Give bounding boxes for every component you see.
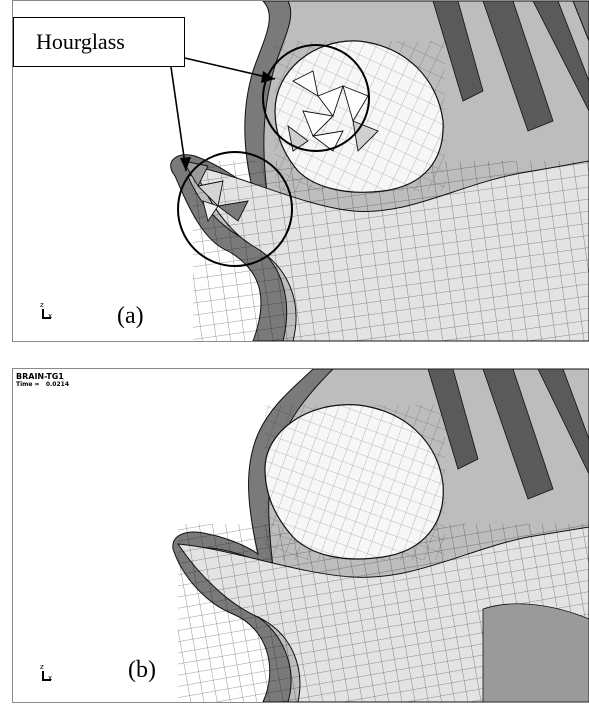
arrow-lower	[170, 66, 187, 172]
hourglass-circle-lower	[177, 151, 293, 267]
panel-b: BRAIN-TG1 Time = 0.0214 z x (b)	[12, 368, 589, 703]
axis-x-line	[42, 679, 51, 681]
callout-label: Hourglass	[36, 29, 125, 54]
arrowhead-lower	[180, 157, 191, 171]
simulation-time: Time = 0.0214	[16, 381, 70, 388]
axis-triad-a: z x	[39, 301, 57, 321]
brain-stripes	[427, 369, 589, 500]
axis-z-line	[42, 671, 44, 680]
arrowhead-upper	[261, 71, 275, 83]
mesh-figure-a	[132, 1, 589, 341]
simulation-title: BRAIN-TG1	[16, 372, 64, 381]
axis-z-label: z	[40, 663, 44, 671]
hourglass-elements-upper	[287, 70, 379, 152]
panel-a: Hourglass z x (a)	[12, 0, 589, 342]
axis-z-label: z	[40, 301, 44, 309]
brain-lower-right-fold	[482, 603, 589, 702]
axis-x-label: x	[48, 312, 53, 320]
caption-a: (a)	[117, 303, 144, 329]
hourglass-elements-lower	[182, 160, 249, 223]
caption-b: (b)	[128, 657, 156, 683]
axis-z-line	[42, 309, 44, 318]
axis-x-label: x	[48, 674, 53, 682]
axis-x-line	[42, 317, 51, 319]
axis-triad-b: z x	[39, 663, 57, 683]
hourglass-circle-upper	[262, 44, 370, 152]
mesh-figure-b	[172, 369, 589, 702]
brain-stripes	[432, 1, 589, 132]
hourglass-callout: Hourglass	[13, 17, 185, 67]
